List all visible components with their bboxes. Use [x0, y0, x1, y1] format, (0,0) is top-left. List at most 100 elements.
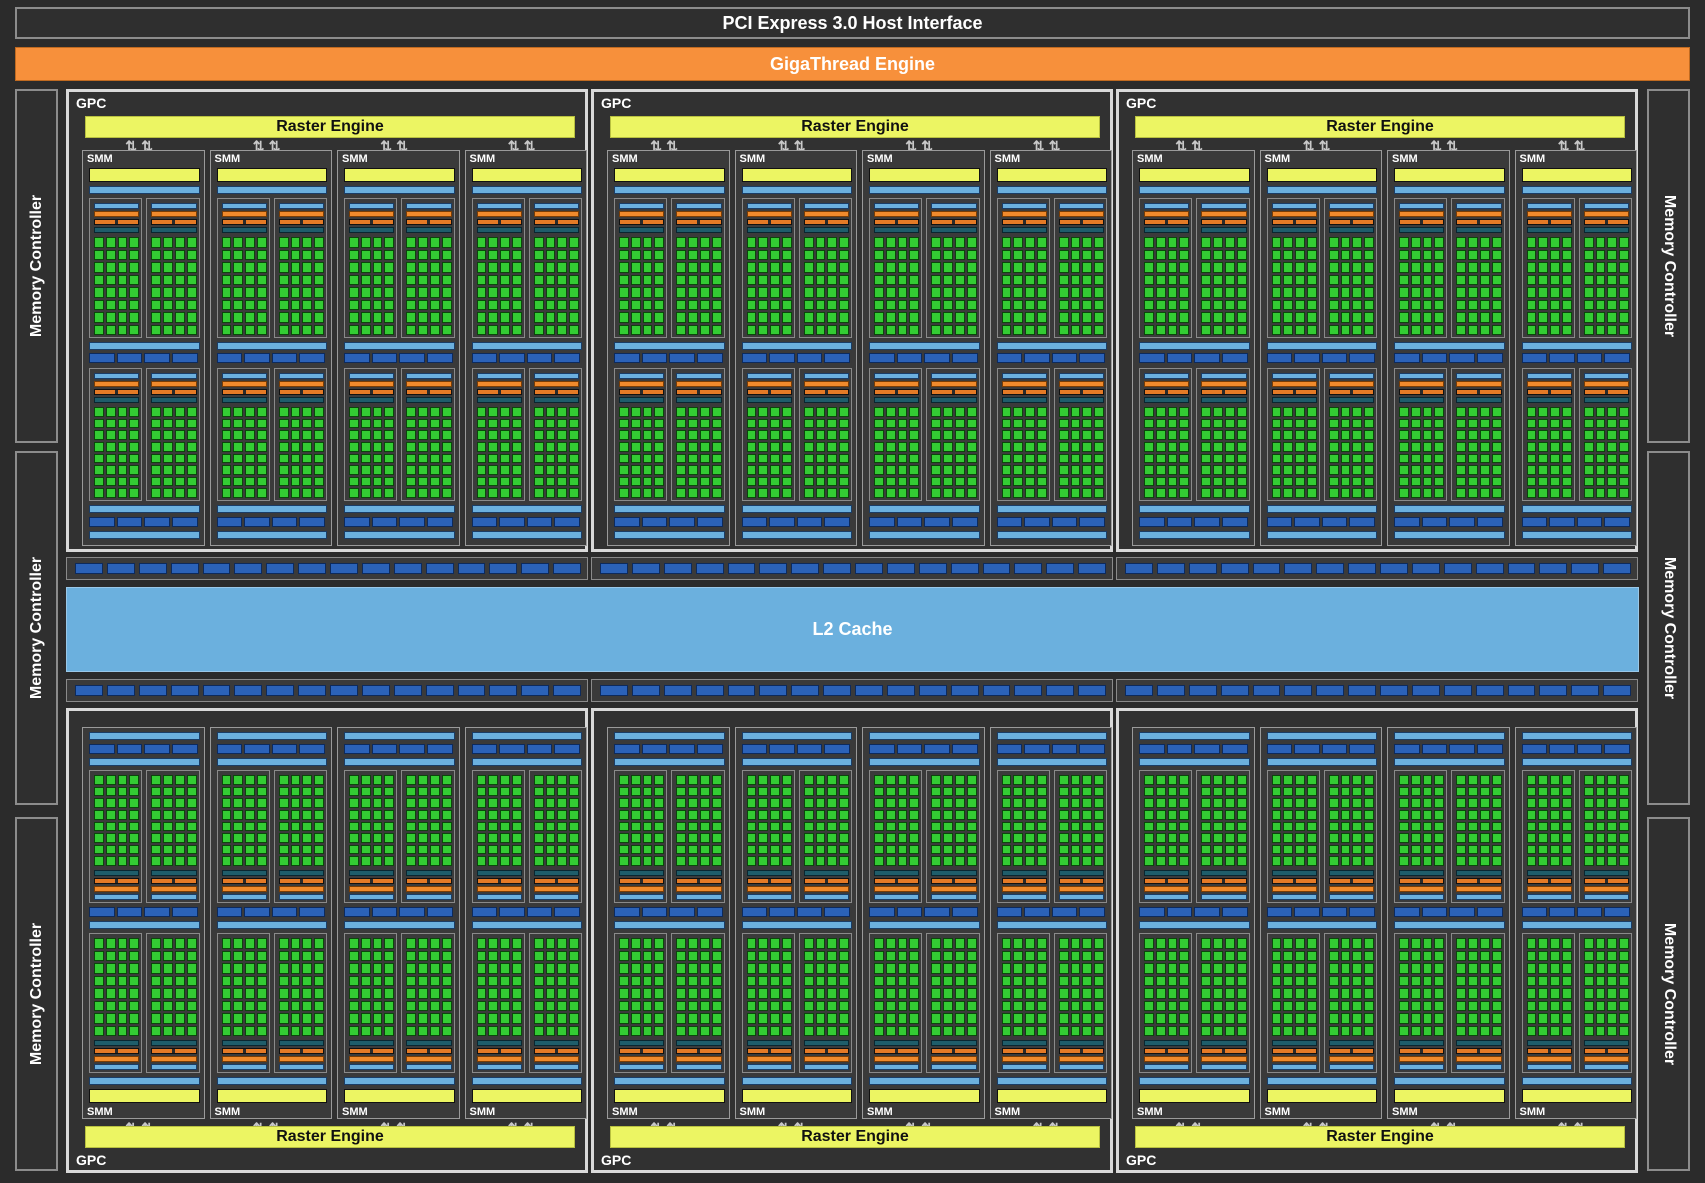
cuda-core: [1058, 324, 1069, 335]
cuda-core: [221, 324, 232, 335]
cuda-core: [943, 274, 953, 285]
cuda-core: [803, 1025, 814, 1036]
cuda-core: [1094, 1013, 1104, 1024]
cuda-core: [1201, 833, 1212, 843]
register-row: [89, 517, 200, 527]
texture-row: [931, 870, 977, 876]
cuda-core: [931, 488, 942, 498]
cuda-core: [533, 988, 544, 999]
load-store-unit: [1001, 381, 1047, 387]
register-cell: [371, 353, 398, 363]
cuda-core: [1271, 856, 1282, 866]
cuda-core: [1526, 287, 1537, 298]
cuda-core: [1352, 430, 1363, 440]
cuda-core: [897, 809, 908, 820]
register-cell: [171, 517, 198, 527]
cuda-core: [1364, 324, 1374, 335]
texture-cache-bar: [1521, 732, 1632, 740]
load-store-unit: [676, 381, 722, 387]
register-cell: [116, 907, 143, 917]
cuda-core: [642, 950, 653, 961]
cuda-core: [1479, 786, 1490, 797]
cuda-core: [758, 453, 769, 464]
cuda-core: [885, 975, 896, 986]
cuda-core: [533, 287, 544, 298]
cuda-core: [302, 299, 313, 310]
cuda-core: [221, 287, 232, 298]
cuda-core: [909, 821, 920, 832]
cuda-core: [1295, 833, 1305, 843]
cuda-core: [874, 975, 884, 986]
cuda-core: [1201, 441, 1212, 452]
cuda-core: [1036, 786, 1047, 797]
cuda-core: [770, 821, 780, 832]
cuda-core: [245, 324, 255, 335]
cuda-core: [1283, 237, 1294, 248]
cuda-core: [758, 798, 769, 808]
cuda-core: [1468, 844, 1478, 855]
cuda-core: [1271, 287, 1282, 298]
cuda-core: [676, 274, 687, 285]
cuda-core: [1036, 821, 1047, 832]
cuda-core: [511, 833, 522, 843]
cuda-core: [545, 809, 556, 820]
cuda-core: [290, 441, 301, 452]
cuda-core: [897, 950, 908, 961]
cuda-core: [654, 1025, 665, 1036]
cuda-core: [314, 975, 324, 986]
cuda-core: [839, 237, 849, 248]
cuda-core: [1271, 299, 1282, 310]
cuda-core: [1619, 237, 1629, 248]
cuda-core: [151, 287, 162, 298]
cuda-core: [931, 324, 942, 335]
cuda-core: [1155, 299, 1166, 310]
crossbar-cell: [489, 563, 518, 574]
cuda-core: [476, 262, 487, 273]
smm-sub-core: [869, 198, 923, 338]
cuda-core: [711, 465, 722, 475]
register-row: [869, 744, 980, 754]
cuda-core: [1058, 963, 1069, 974]
register-row: [741, 744, 853, 754]
cuda-core: [1213, 798, 1223, 808]
cuda-core: [221, 1025, 232, 1036]
cuda-core: [746, 441, 757, 452]
cuda-core: [1352, 299, 1363, 310]
cuda-core: [954, 237, 965, 248]
cuda-core: [1155, 441, 1166, 452]
cuda-core: [1295, 237, 1305, 248]
cuda-core: [943, 441, 953, 452]
cuda-core: [1328, 963, 1339, 974]
cuda-core: [117, 476, 128, 487]
register-cell: [371, 907, 398, 917]
smm-sub-core: [216, 770, 270, 903]
smm-block: SMM: [82, 727, 205, 1119]
cuda-core: [94, 1025, 104, 1036]
cuda-core: [488, 950, 499, 961]
cuda-core: [1213, 299, 1223, 310]
cuda-core: [1456, 430, 1467, 440]
cuda-core: [1082, 809, 1093, 820]
cuda-core: [511, 975, 522, 986]
cuda-core: [654, 262, 665, 273]
cuda-core: [815, 975, 826, 986]
texture-row: [1456, 227, 1502, 233]
cuda-core: [151, 821, 162, 832]
cuda-core: [699, 274, 710, 285]
cuda-core: [1179, 453, 1190, 464]
cuda-core: [1167, 249, 1178, 260]
register-row: [1139, 907, 1250, 917]
cuda-core: [931, 476, 942, 487]
cuda-core: [174, 476, 185, 487]
cuda-core: [746, 312, 757, 323]
texture-cache-bar: [1521, 531, 1632, 539]
cuda-core: [557, 975, 568, 986]
cuda-core: [174, 287, 185, 298]
cuda-core: [1082, 237, 1093, 248]
cuda-core: [488, 476, 499, 487]
dispatch-bar: [1201, 203, 1247, 209]
smm-label: SMM: [867, 153, 893, 165]
cuda-core: [1179, 833, 1190, 843]
cuda-core: [233, 418, 244, 429]
